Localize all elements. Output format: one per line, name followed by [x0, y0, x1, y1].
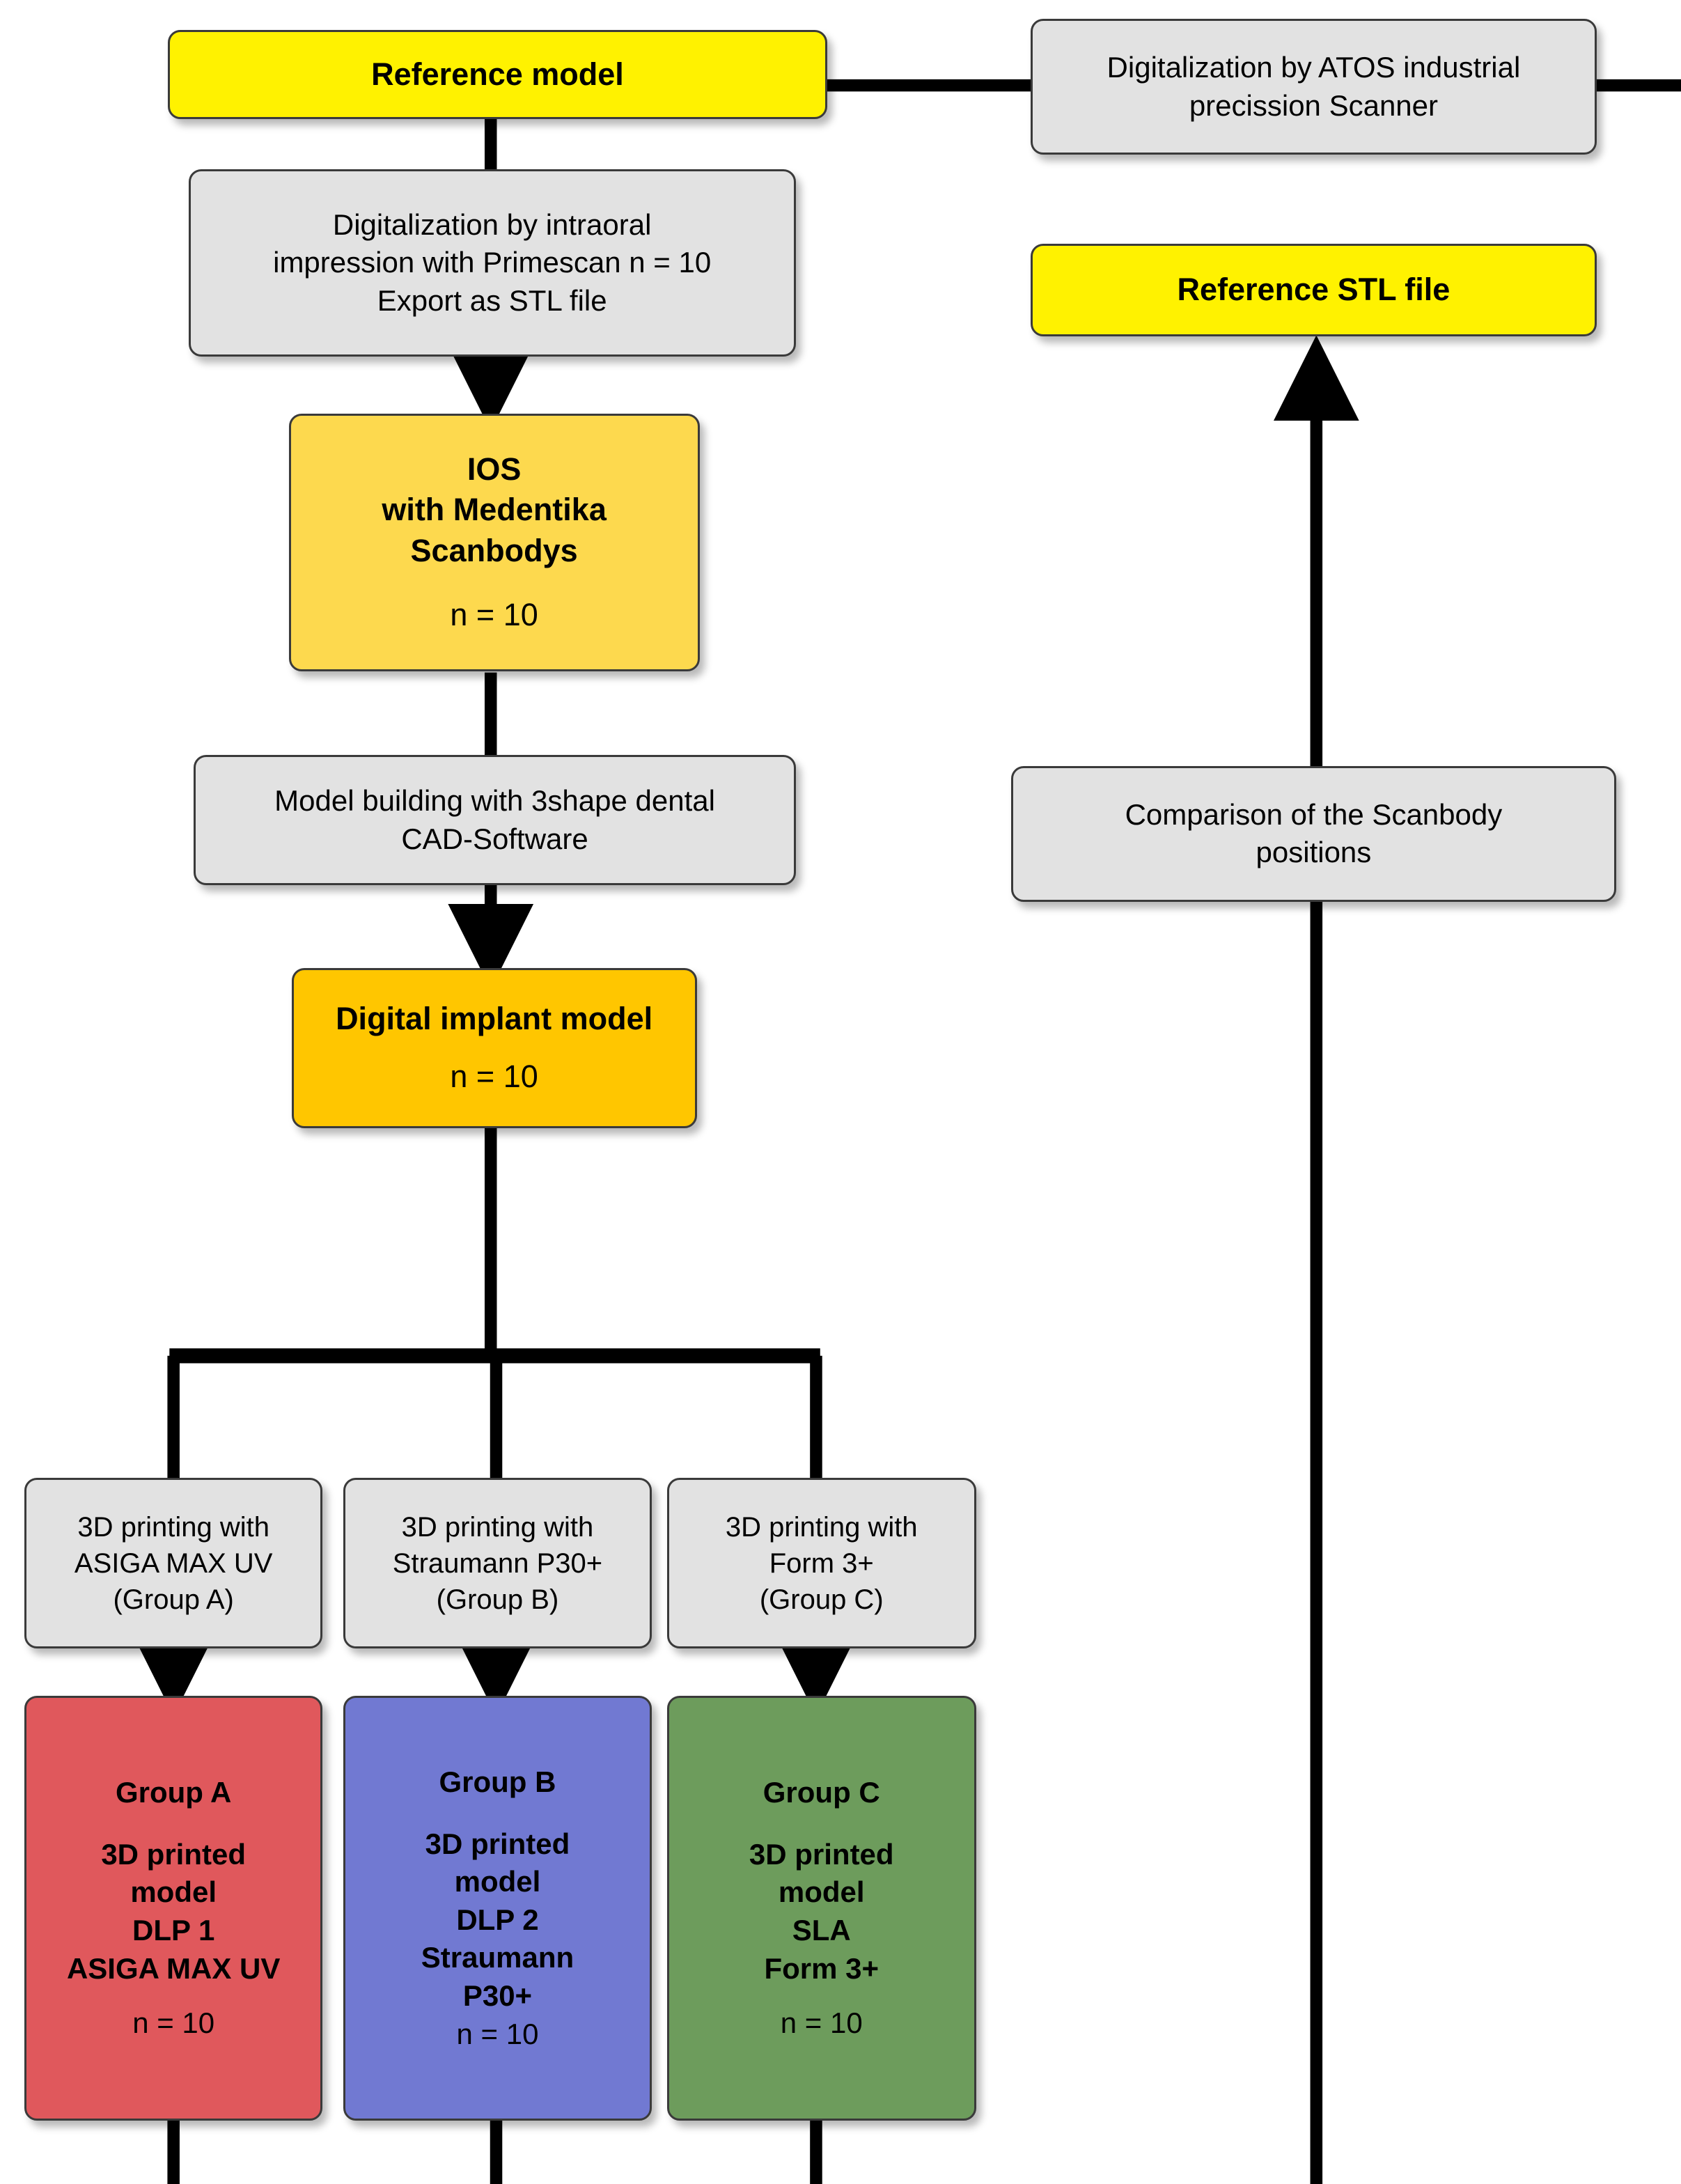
node-printing-group-c[interactable]: 3D printing with Form 3+ (Group C) — [666, 1477, 976, 1649]
node-digital-implant-model[interactable]: Digital implant model n = 10 — [291, 967, 697, 1128]
group-a-count: n = 10 — [132, 2006, 215, 2040]
model-building-line-2: CAD-Software — [401, 822, 588, 855]
group-a-line-4: ASIGA MAX UV — [66, 1951, 281, 1985]
group-b-line-3: DLP 2 — [456, 1903, 539, 1936]
group-c-line-1: 3D printed — [749, 1837, 894, 1871]
ios-line-2: with Medentika — [382, 492, 607, 528]
group-c-count: n = 10 — [780, 2006, 863, 2040]
comparison-line-1: Comparison of the Scanbody — [1125, 797, 1503, 831]
group-a-line-1: 3D printed — [101, 1837, 247, 1871]
node-reference-stl-file[interactable]: Reference STL file — [1030, 244, 1597, 336]
node-atos-scanner-top[interactable]: Digitalization by ATOS industrial precis… — [1030, 19, 1597, 155]
group-b-count: n = 10 — [456, 2017, 539, 2050]
model-building-line-1: Model building with 3shape dental — [274, 784, 715, 818]
ios-line-3: Scanbodys — [410, 532, 578, 568]
printing-b-line-2: Straumann P30+ — [392, 1547, 603, 1579]
node-printing-group-b[interactable]: 3D printing with Straumann P30+ (Group B… — [343, 1477, 652, 1649]
group-b-title: Group B — [439, 1765, 556, 1798]
node-ios-medentika[interactable]: IOS with Medentika Scanbodys n = 10 — [288, 413, 700, 671]
digital-implant-count: n = 10 — [450, 1058, 538, 1094]
node-reference-model[interactable]: Reference model — [168, 29, 827, 120]
printing-c-line-1: 3D printing with — [725, 1511, 918, 1543]
group-c-line-3: SLA — [792, 1914, 851, 1947]
printing-a-line-1: 3D printing with — [77, 1511, 270, 1543]
group-b-line-2: model — [454, 1865, 541, 1898]
reference-stl-label: Reference STL file — [1177, 272, 1451, 308]
digital-implant-label: Digital implant model — [336, 1001, 653, 1037]
ios-count: n = 10 — [450, 597, 538, 633]
group-c-line-4: Form 3+ — [764, 1951, 879, 1985]
atos-top-line-2: precission Scanner — [1189, 88, 1439, 122]
printing-c-line-2: Form 3+ — [769, 1547, 874, 1579]
reference-model-label: Reference model — [371, 56, 624, 92]
intraoral-line-3: Export as STL file — [377, 283, 607, 317]
node-group-a[interactable]: Group A 3D printed model DLP 1 ASIGA MAX… — [24, 1696, 323, 2121]
group-c-title: Group C — [763, 1776, 880, 1809]
node-group-b[interactable]: Group B 3D printed model DLP 2 Straumann… — [343, 1696, 652, 2121]
node-model-building[interactable]: Model building with 3shape dental CAD-So… — [194, 755, 796, 886]
group-b-line-1: 3D printed — [425, 1827, 570, 1860]
ios-line-1: IOS — [467, 451, 522, 487]
printing-a-line-3: (Group A) — [113, 1584, 234, 1615]
printing-b-line-3: (Group B) — [436, 1584, 559, 1615]
printing-c-line-3: (Group C) — [759, 1584, 884, 1615]
printing-b-line-1: 3D printing with — [401, 1511, 594, 1543]
printing-a-line-2: ASIGA MAX UV — [74, 1547, 273, 1579]
group-a-line-2: model — [130, 1875, 217, 1909]
node-intraoral-digitalization[interactable]: Digitalization by intraoral impression w… — [188, 169, 796, 357]
comparison-line-2: positions — [1256, 836, 1372, 869]
group-a-line-3: DLP 1 — [132, 1914, 215, 1947]
group-a-title: Group A — [115, 1776, 232, 1809]
node-comparison-scanbody[interactable]: Comparison of the Scanbody positions — [1011, 765, 1616, 902]
group-b-line-5: P30+ — [462, 1979, 533, 2012]
intraoral-line-1: Digitalization by intraoral — [332, 208, 652, 241]
group-c-line-2: model — [778, 1875, 865, 1909]
node-group-c[interactable]: Group C 3D printed model SLA Form 3+ n =… — [666, 1696, 976, 2121]
group-b-line-4: Straumann — [421, 1941, 574, 1974]
intraoral-line-2: impression with Primescan n = 10 — [273, 246, 712, 279]
atos-top-line-1: Digitalization by ATOS industrial — [1107, 50, 1521, 84]
node-printing-group-a[interactable]: 3D printing with ASIGA MAX UV (Group A) — [24, 1477, 323, 1649]
